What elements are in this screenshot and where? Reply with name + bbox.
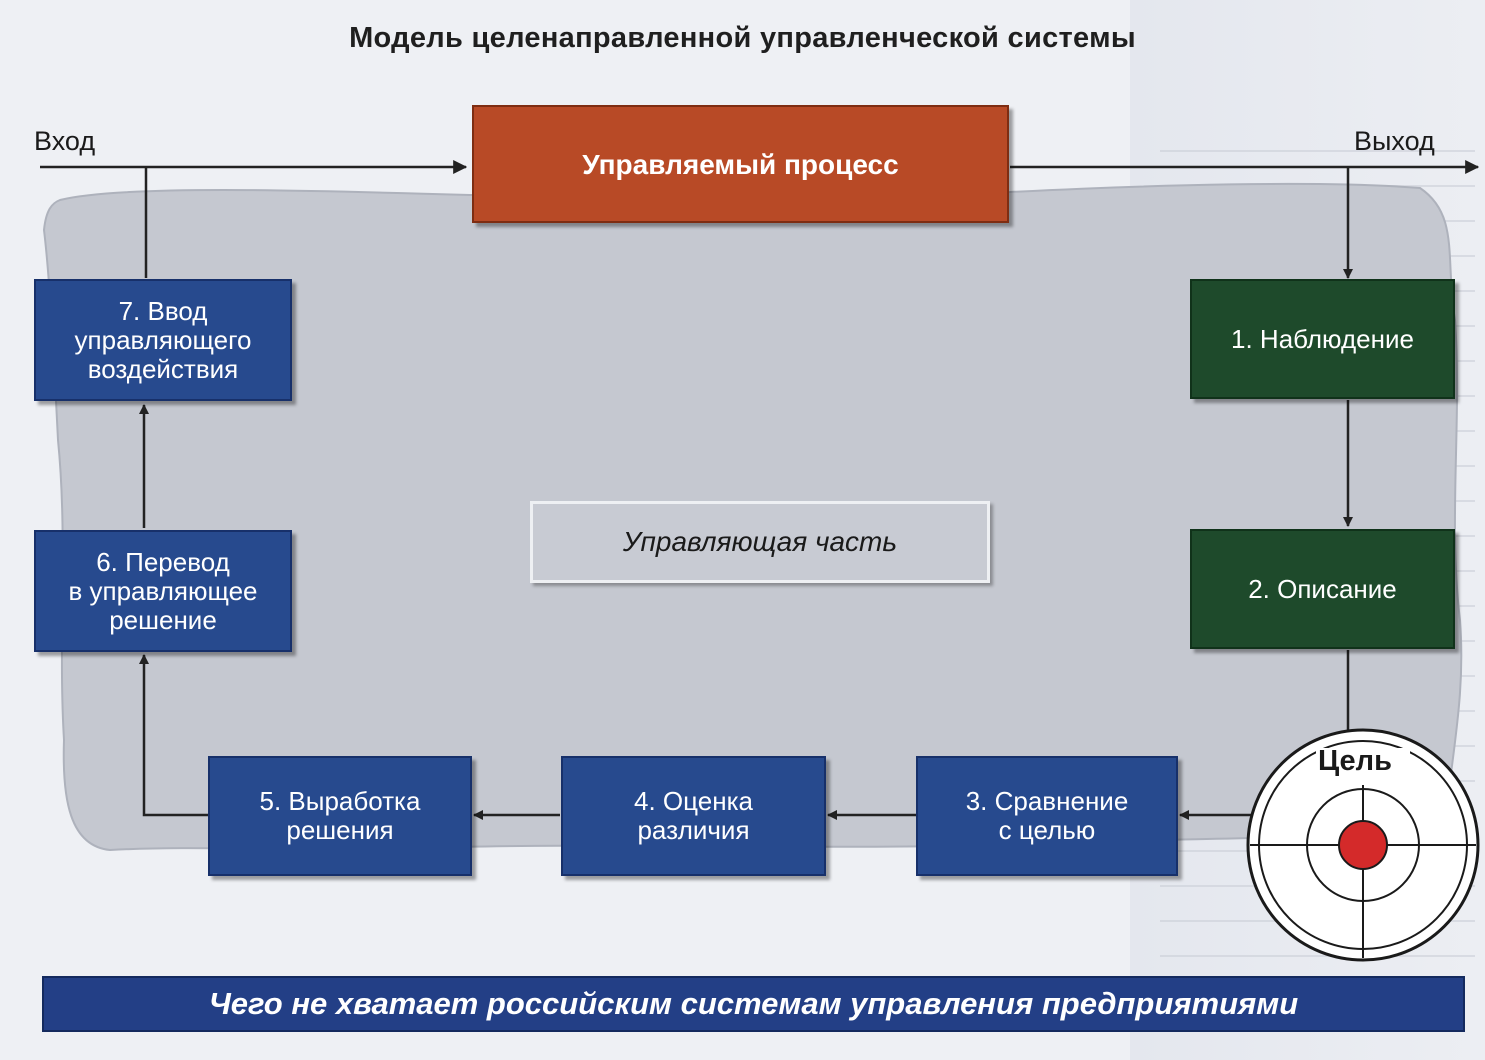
output-label: Выход: [1354, 126, 1435, 156]
step-4-line-2: различия: [637, 815, 750, 845]
step-4-line-1: 4. Оценка: [634, 786, 753, 816]
step-5-make-decision: 5. Выработка решения: [208, 756, 472, 876]
step-5-line-2: решения: [286, 815, 394, 845]
step-1-label: 1. Наблюдение: [1231, 323, 1414, 354]
step-2-label: 2. Описание: [1248, 573, 1397, 604]
step-5-line-1: 5. Выработка: [259, 786, 421, 816]
step-6-line-2: в управляющее: [68, 575, 258, 606]
control-part-label: Управляющая часть: [530, 501, 990, 583]
step-3-line-1: 3. Сравнение: [965, 786, 1129, 816]
step-7-line-2: управляющего: [74, 324, 252, 355]
arrow-step5-to-step6: [139, 654, 208, 817]
bottom-banner: Чего не хватает российским системам упра…: [42, 976, 1465, 1032]
diagram-title: Модель целенаправленной управленческой с…: [349, 22, 1136, 54]
step-6-line-3: решение: [109, 604, 217, 635]
step-1-observation: 1. Наблюдение: [1190, 279, 1455, 399]
step-7-input-control-action: 7. Ввод управляющего воздействия: [34, 279, 292, 401]
step-3-compare-with-goal: 3. Сравнение с целью: [916, 756, 1178, 876]
step-3-line-2: с целью: [998, 815, 1096, 845]
step-6-translate-to-control-decision: 6. Перевод в управляющее решение: [34, 530, 292, 652]
managed-process-box: Управляемый процесс: [472, 105, 1009, 223]
step-4-evaluate-difference: 4. Оценка различия: [561, 756, 826, 876]
step-2-description: 2. Описание: [1190, 529, 1455, 649]
step-7-line-1: 7. Ввод: [118, 295, 208, 326]
step-7-line-3: воздействия: [87, 353, 239, 384]
goal-label: Цель: [1318, 745, 1392, 777]
input-label: Вход: [34, 126, 96, 156]
step-6-line-1: 6. Перевод: [96, 546, 230, 577]
